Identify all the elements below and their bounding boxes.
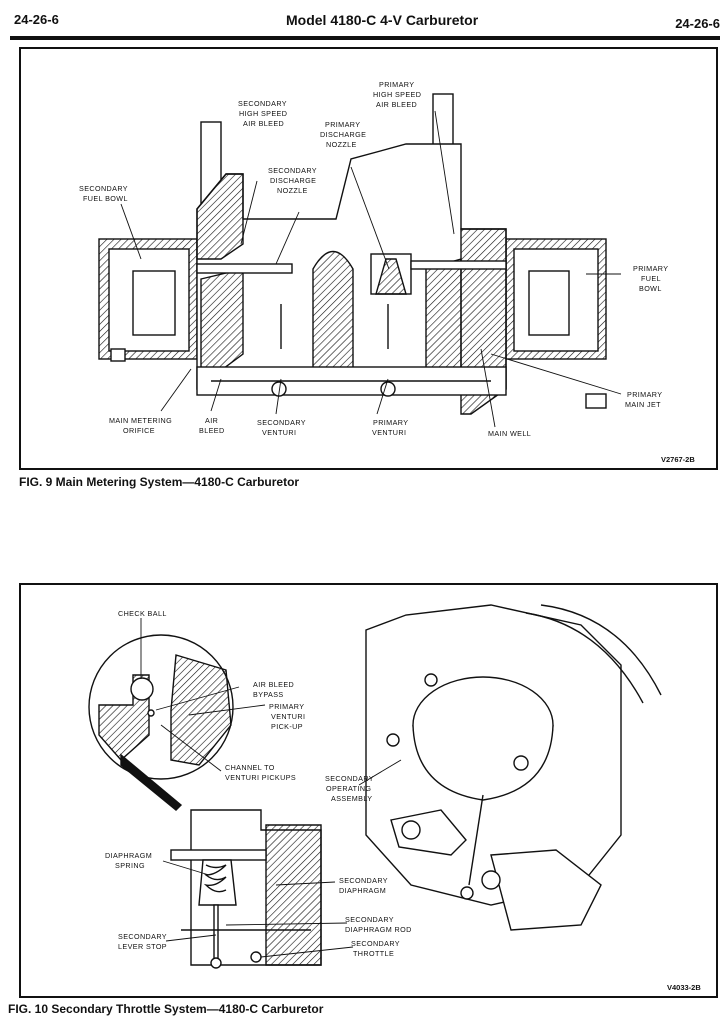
- label-main-well: MAIN WELL: [488, 429, 531, 438]
- label-secondary-diaphragm-rod: SECONDARY: [345, 915, 394, 924]
- label-secondary-operating-assembly-3: ASSEMBLY: [331, 794, 372, 803]
- label-primary-discharge-nozzle: PRIMARY: [325, 120, 360, 129]
- page-title: Model 4180-C 4-V Carburetor: [286, 12, 479, 28]
- label-channel-to-venturi-pickups-2: VENTURI PICKUPS: [225, 773, 296, 782]
- label-air-bleed-2: BLEED: [199, 426, 225, 435]
- header-rule: [10, 36, 720, 40]
- fig9-label-group: SECONDARY FUEL BOWL SECONDARY HIGH SPEED…: [79, 80, 695, 464]
- fig10-leader-lines: [140, 618, 402, 958]
- label-secondary-discharge-nozzle-2: DISCHARGE: [270, 176, 316, 185]
- label-secondary-throttle-2: THROTTLE: [353, 949, 394, 958]
- label-secondary-diaphragm-rod-2: DIAPHRAGM ROD: [345, 925, 412, 934]
- label-secondary-fuel-bowl-2: FUEL BOWL: [83, 194, 128, 203]
- carburetor-section-drawing: [98, 93, 607, 415]
- label-check-ball: CHECK BALL: [118, 609, 167, 618]
- label-diaphragm-spring: DIAPHRAGM: [105, 851, 152, 860]
- label-primary-discharge-nozzle-3: NOZZLE: [326, 140, 357, 149]
- figure-10-caption: FIG. 10 Secondary Throttle System—4180-C…: [8, 1002, 324, 1016]
- label-primary-fuel-bowl-2: FUEL: [641, 274, 661, 283]
- check-ball-inset: [88, 634, 234, 811]
- label-secondary-high-speed-air-bleed-3: AIR BLEED: [243, 119, 284, 128]
- page-number-right: 24-26-6: [675, 16, 720, 31]
- label-secondary-high-speed-air-bleed-2: HIGH SPEED: [239, 109, 287, 118]
- label-secondary-operating-assembly: SECONDARY: [325, 774, 374, 783]
- label-primary-venturi-pickup-3: PICK-UP: [271, 722, 303, 731]
- figure-9-caption: FIG. 9 Main Metering System—4180-C Carbu…: [19, 475, 300, 489]
- fig10-drawing: CHECK BALL AIR BLEED BYPASS PRIMARY VENT…: [88, 604, 701, 992]
- label-diaphragm-spring-2: SPRING: [115, 861, 145, 870]
- label-secondary-lever-stop-2: LEVER STOP: [118, 942, 167, 951]
- label-secondary-lever-stop: SECONDARY: [118, 932, 167, 941]
- label-air-bleed-bypass: AIR BLEED: [253, 680, 294, 689]
- page-header: 24-26-6 Model 4180-C 4-V Carburetor 24-2…: [10, 12, 720, 36]
- fig10-label-group: CHECK BALL AIR BLEED BYPASS PRIMARY VENT…: [105, 609, 701, 992]
- figure-9-main-metering-diagram: SECONDARY FUEL BOWL SECONDARY HIGH SPEED…: [19, 47, 718, 470]
- fig9-leader-lines: [120, 110, 622, 428]
- label-primary-fuel-bowl-3: BOWL: [639, 284, 662, 293]
- label-primary-discharge-nozzle-2: DISCHARGE: [320, 130, 366, 139]
- label-channel-to-venturi-pickups: CHANNEL TO: [225, 763, 275, 772]
- label-primary-main-jet: PRIMARY: [627, 390, 662, 399]
- label-secondary-discharge-nozzle: SECONDARY: [268, 166, 317, 175]
- label-main-metering-orifice-2: ORIFICE: [123, 426, 155, 435]
- figure-10-code: V4033-2B: [667, 983, 701, 992]
- figure-10-secondary-throttle-diagram: CHECK BALL AIR BLEED BYPASS PRIMARY VENT…: [19, 583, 718, 998]
- label-secondary-diaphragm: SECONDARY: [339, 876, 388, 885]
- label-secondary-high-speed-air-bleed: SECONDARY: [238, 99, 287, 108]
- label-secondary-venturi: SECONDARY: [257, 418, 306, 427]
- label-primary-venturi-2: VENTURI: [372, 428, 406, 437]
- label-primary-venturi: PRIMARY: [373, 418, 408, 427]
- label-main-metering-orifice: MAIN METERING: [109, 416, 172, 425]
- diaphragm-section-drawing: [170, 809, 322, 969]
- figure-9-code: V2767-2B: [661, 455, 695, 464]
- label-air-bleed-bypass-2: BYPASS: [253, 690, 284, 699]
- label-secondary-discharge-nozzle-3: NOZZLE: [277, 186, 308, 195]
- label-primary-high-speed-air-bleed: PRIMARY: [379, 80, 414, 89]
- page-number-left: 24-26-6: [14, 12, 59, 27]
- label-secondary-diaphragm-2: DIAPHRAGM: [339, 886, 386, 895]
- label-secondary-operating-assembly-2: OPERATING: [326, 784, 371, 793]
- label-primary-fuel-bowl: PRIMARY: [633, 264, 668, 273]
- label-primary-high-speed-air-bleed-3: AIR BLEED: [376, 100, 417, 109]
- label-secondary-venturi-2: VENTURI: [262, 428, 296, 437]
- label-secondary-throttle: SECONDARY: [351, 939, 400, 948]
- fig9-drawing: SECONDARY FUEL BOWL SECONDARY HIGH SPEED…: [79, 80, 695, 464]
- label-primary-main-jet-2: MAIN JET: [625, 400, 661, 409]
- secondary-operating-assembly-drawing: [365, 604, 662, 931]
- label-primary-venturi-pickup-2: VENTURI: [271, 712, 305, 721]
- label-primary-venturi-pickup: PRIMARY: [269, 702, 304, 711]
- label-primary-high-speed-air-bleed-2: HIGH SPEED: [373, 90, 421, 99]
- label-air-bleed: AIR: [205, 416, 218, 425]
- label-secondary-fuel-bowl: SECONDARY: [79, 184, 128, 193]
